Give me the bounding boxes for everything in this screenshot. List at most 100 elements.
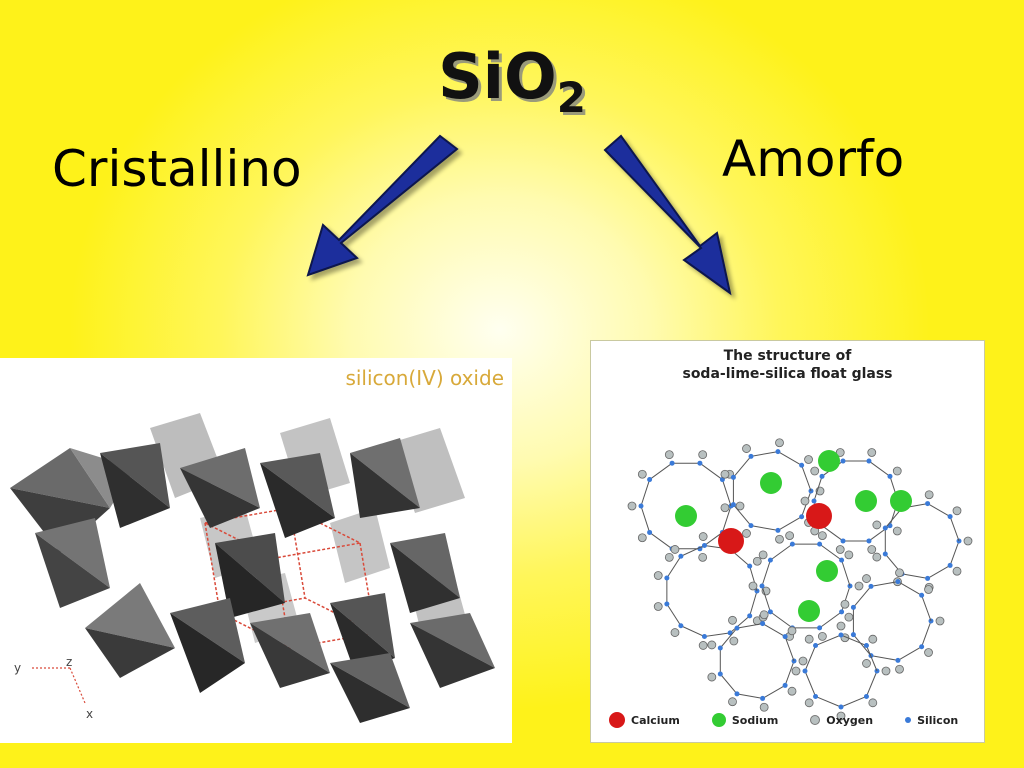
silicon-atom xyxy=(811,498,817,504)
oxygen-atom xyxy=(707,672,717,682)
oxygen-atom xyxy=(835,448,845,457)
bond xyxy=(719,673,738,695)
bond xyxy=(921,595,932,622)
oxygen-atom xyxy=(844,550,854,560)
silicon-atom xyxy=(882,525,888,531)
oxygen-atom xyxy=(895,664,904,674)
bond xyxy=(921,620,932,647)
oxygen-atom xyxy=(742,529,751,538)
axis-indicator xyxy=(30,667,86,704)
crystalline-structure-image: silicon(IV) oxide xyxy=(0,358,512,743)
oxygen-atom xyxy=(895,568,904,578)
silicon-atom xyxy=(767,557,773,563)
oxygen-atom xyxy=(698,641,708,650)
silicon-atom xyxy=(701,542,707,548)
oxygen-atom xyxy=(817,632,827,641)
silicon-atom xyxy=(647,529,653,535)
oxygen-atom xyxy=(881,666,891,676)
calcium-ion xyxy=(718,528,744,554)
label-amorphous: Amorfo xyxy=(722,130,905,188)
silicon-atom xyxy=(813,643,819,649)
silicon-atom xyxy=(647,477,653,483)
ion-layer xyxy=(675,450,912,622)
oxygen-atom xyxy=(785,531,795,540)
silicon-atom xyxy=(887,473,893,479)
axis-label-x: x xyxy=(86,707,93,721)
bond xyxy=(949,516,960,542)
oxygen-atom xyxy=(637,469,647,479)
silicon-swatch xyxy=(905,717,912,723)
oxygen-atom xyxy=(868,634,878,644)
oxygen-atom xyxy=(935,616,945,626)
silicon-atom xyxy=(782,682,788,688)
silicon-atom xyxy=(678,623,684,629)
bond xyxy=(704,632,731,638)
bond xyxy=(841,559,851,587)
silicon-atom xyxy=(697,460,703,466)
oxygen-atom xyxy=(892,466,902,476)
oxygen-atom xyxy=(804,698,814,708)
title-subscript: 2 xyxy=(556,73,586,122)
silicon-atom xyxy=(730,474,736,480)
silicon-atom xyxy=(838,704,844,710)
bond xyxy=(729,615,751,634)
amorphous-structure-image: The structure of soda-lime-silica float … xyxy=(590,340,985,743)
bond xyxy=(897,581,922,596)
oxygen-atom xyxy=(892,526,902,536)
bond xyxy=(666,603,682,627)
oxygen-atom xyxy=(752,556,762,566)
bond xyxy=(819,611,842,629)
bond xyxy=(762,684,786,699)
silicon-atom xyxy=(838,632,844,638)
oxygen-atom xyxy=(963,536,973,546)
silicon-atom xyxy=(678,553,684,559)
oxygen-atom xyxy=(729,636,739,646)
silicon-atom xyxy=(817,625,823,631)
oxygen-atom xyxy=(758,550,768,560)
oxygen-atom xyxy=(836,621,846,631)
bond xyxy=(770,543,793,561)
bond xyxy=(749,590,758,617)
oxygen-atom xyxy=(698,552,708,562)
bond xyxy=(640,505,651,533)
bond xyxy=(927,564,951,579)
oxygen-atom xyxy=(804,455,813,464)
sodium-ion xyxy=(890,490,912,512)
oxygen-atom xyxy=(844,612,854,622)
bond xyxy=(815,695,842,708)
bond xyxy=(804,645,817,672)
oxygen-atom xyxy=(707,640,717,650)
oxygen-atom xyxy=(800,496,810,506)
oxygen-atom xyxy=(653,571,663,580)
sodium-ion xyxy=(818,450,840,472)
oxygen-atom xyxy=(653,602,663,611)
sodium-ion xyxy=(798,600,820,622)
silicon-atom xyxy=(664,601,670,607)
axis-label-y: y xyxy=(14,661,21,675)
silicon-atom xyxy=(813,693,819,699)
silicon-atom xyxy=(850,604,856,610)
oxygen-atom xyxy=(952,506,962,516)
silicon-atom xyxy=(802,668,808,674)
oxygen-atom xyxy=(872,520,882,530)
silicon-atom xyxy=(697,546,703,552)
oxygen-atom xyxy=(748,581,758,591)
bond xyxy=(784,660,795,686)
bond xyxy=(819,543,842,561)
oxygen-atom xyxy=(664,552,674,562)
sodium-swatch xyxy=(711,713,726,727)
oxygen-atom xyxy=(627,501,637,511)
oxygen-atom xyxy=(810,466,820,476)
oxygen-atom xyxy=(862,659,871,668)
silicon-atom xyxy=(734,691,740,697)
bond xyxy=(680,625,705,637)
bond xyxy=(784,636,795,662)
bond xyxy=(649,462,673,480)
silicon-atom xyxy=(840,538,846,544)
silicon-atom xyxy=(947,514,953,520)
oxygen-atom xyxy=(798,656,808,666)
bond xyxy=(870,655,899,661)
oxygen-atom xyxy=(924,490,934,500)
oxygen-atom xyxy=(775,438,784,448)
